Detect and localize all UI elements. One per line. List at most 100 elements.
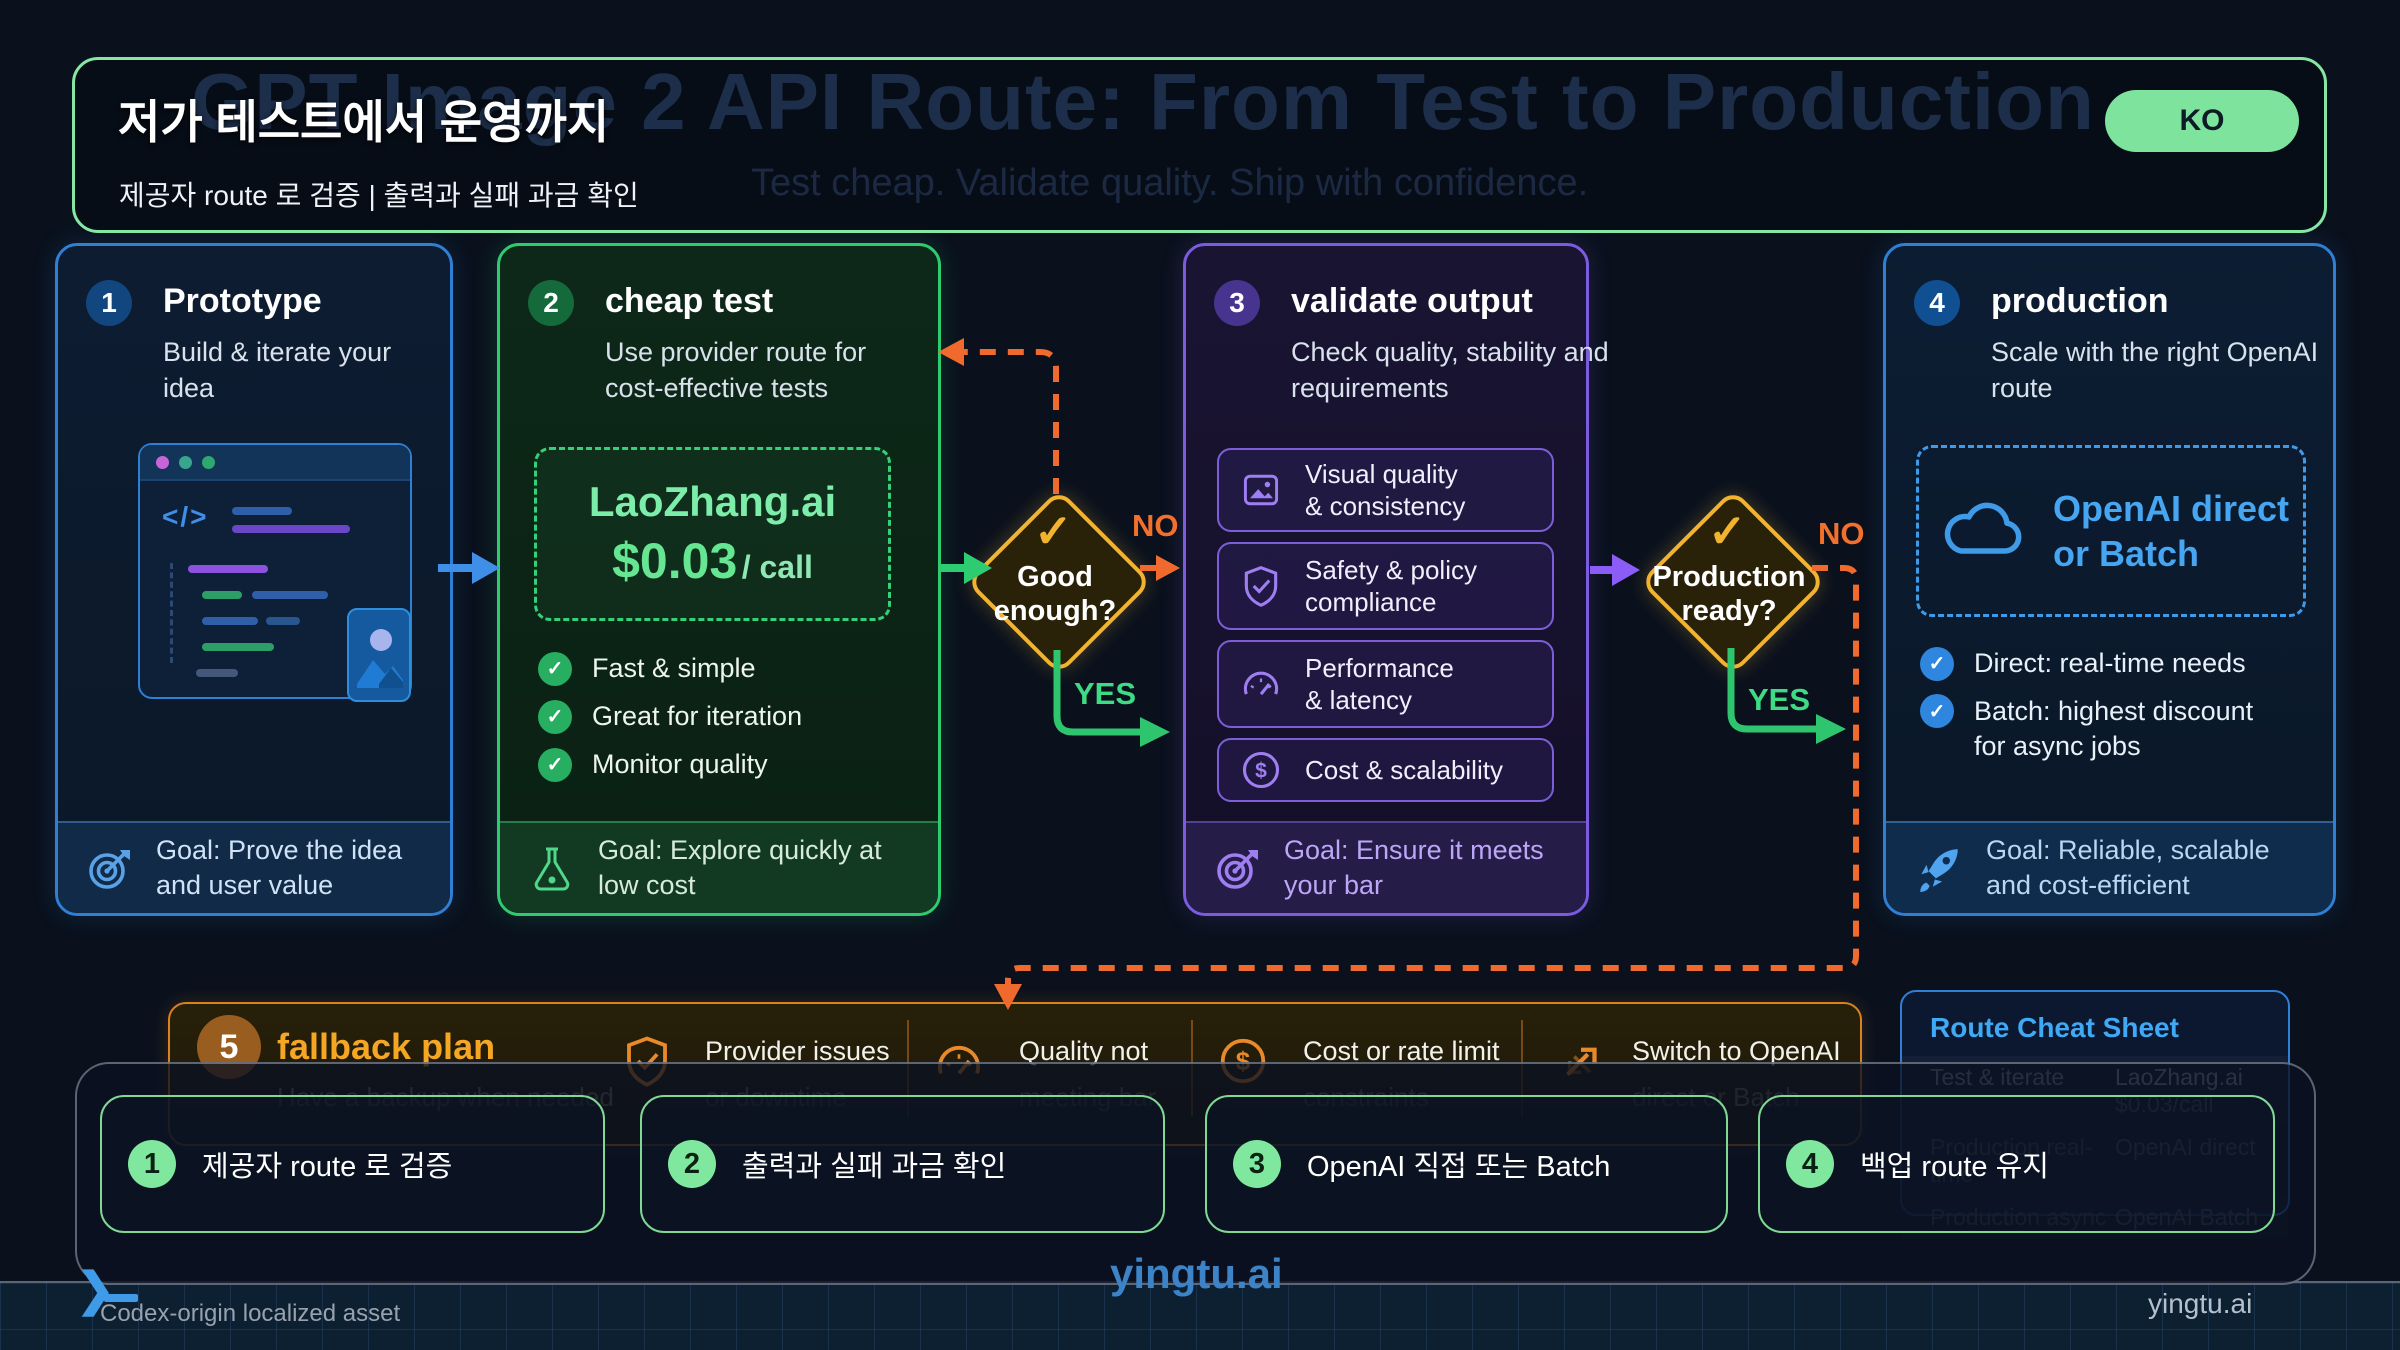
cloud-icon (1944, 502, 2022, 554)
step-pill-1: 1 제공자 route 로 검증 (100, 1095, 605, 1233)
list-item: ✓ Monitor quality (538, 747, 802, 782)
cheat-sheet-title: Route Cheat Sheet (1930, 1012, 2179, 1043)
check-icon: ✓ (538, 699, 572, 734)
code-line (188, 565, 268, 573)
route-options-list: ✓ Direct: real-time needs ✓ Batch: highe… (1920, 646, 2284, 764)
code-line (252, 591, 328, 599)
provider-name: LaoZhang.ai (588, 478, 837, 525)
validation-label: Visual quality & consistency (1305, 458, 1466, 522)
goal-text: Goal: Reliable, scalable and cost-effici… (1986, 834, 2270, 900)
card-subtitle: Use provider route for cost-effective te… (605, 337, 867, 404)
pill-number-badge: 1 (128, 1140, 176, 1188)
goal-band: Goal: Prove the idea and user value (58, 821, 450, 913)
card-subtitle: Build & iterate your idea (163, 337, 392, 404)
validation-item: $ Cost & scalability (1217, 738, 1554, 802)
code-line (202, 591, 242, 599)
goal-text: Goal: Prove the idea and user value (156, 834, 403, 900)
card-validate-output: 3 validate output Check quality, stabili… (1183, 243, 1609, 916)
chevron-right-icon: ❯ (76, 1263, 115, 1315)
check-label: Monitor quality (592, 749, 768, 780)
brand-watermark-center: yingtu.ai (1110, 1250, 1283, 1297)
brand-watermark-right: yingtu.ai (2148, 1288, 2253, 1319)
window-dot-icon (156, 455, 169, 469)
code-line (202, 617, 258, 625)
card-title: validate output (1291, 282, 1533, 320)
card-subtitle: Scale with the right OpenAI route (1991, 337, 2319, 404)
check-icon: ✓ (1034, 505, 1073, 557)
provider-unit: / call (741, 549, 813, 585)
route-label: OpenAI direct or Batch (2052, 488, 2290, 574)
yes-label: YES (1748, 682, 1811, 717)
step-pill-4: 4 백업 route 유지 (1758, 1095, 2275, 1233)
fallback-item-line1: Quality not (1019, 1036, 1149, 1066)
code-gutter (170, 563, 173, 663)
check-icon: ✓ (1920, 694, 1954, 729)
browser-titlebar (140, 445, 410, 481)
decision-label: Good enough? (993, 561, 1117, 628)
validation-label: Cost & scalability (1305, 754, 1503, 785)
check-icon: ✓ (1920, 646, 1954, 681)
chevron-dash (104, 1294, 138, 1302)
fallback-item-line1: Provider issues (705, 1036, 890, 1066)
fallback-item-line1: Switch to OpenAI (1632, 1036, 1841, 1066)
photo-icon (357, 629, 403, 688)
card-title: Prototype (163, 282, 322, 320)
asset-note: Codex-origin localized asset (100, 1300, 401, 1327)
validation-item: Safety & policy compliance (1217, 542, 1554, 630)
code-line (202, 643, 274, 651)
benefits-list: ✓ Fast & simple ✓ Great for iteration ✓ … (538, 651, 802, 782)
validation-item: Visual quality & consistency (1217, 448, 1554, 532)
flask-icon (534, 847, 570, 891)
step-number-badge: 3 (1214, 280, 1260, 326)
step-number-badge: 4 (1914, 280, 1960, 326)
card-prototype: 1 Prototype Build & iterate your idea </… (55, 243, 453, 916)
check-icon: ✓ (538, 747, 572, 782)
image-thumbnail (347, 608, 411, 702)
code-line (232, 507, 292, 515)
page-subtitle: 제공자 route 로 검증 | 출력과 실패 과금 확인 (119, 180, 639, 211)
pill-label: 백업 route 유지 (1860, 1151, 2049, 1183)
header-panel: GPT Image 2 API Route: From Test to Prod… (72, 57, 2327, 233)
card-subtitle: Check quality, stability and requirement… (1291, 337, 1609, 404)
fallback-title: fallback plan (277, 1026, 496, 1067)
pill-number-badge: 3 (1233, 1140, 1281, 1188)
pill-number-badge: 2 (668, 1140, 716, 1188)
goal-band: Goal: Ensure it meets your bar (1186, 821, 1586, 913)
goal-band: Goal: Reliable, scalable and cost-effici… (1886, 821, 2333, 913)
pill-label: 제공자 route 로 검증 (202, 1151, 453, 1183)
check-label: Great for iteration (592, 701, 803, 732)
pill-label: OpenAI 직접 또는 Batch (1307, 1151, 1611, 1183)
provider-price: $0.03 (612, 533, 738, 589)
step-pill-3: 3 OpenAI 직접 또는 Batch (1205, 1095, 1728, 1233)
check-label: Direct: real-time needs (1974, 648, 2246, 678)
fallback-item-line1: Cost or rate limit (1303, 1036, 1500, 1066)
list-item: ✓ Direct: real-time needs (1920, 646, 2284, 681)
image-icon (1243, 474, 1279, 506)
check-icon: ✓ (1708, 505, 1747, 557)
list-item: ✓ Batch: highest discount for async jobs (1920, 694, 2284, 764)
decision-label: Production ready? (1652, 561, 1806, 628)
pill-label: 출력과 실패 과금 확인 (742, 1151, 1007, 1183)
no-label: NO (1818, 516, 1865, 551)
check-label: Batch: highest discount for async jobs (1974, 696, 2254, 762)
validation-label: Performance & latency (1305, 652, 1454, 716)
target-icon (89, 850, 130, 889)
language-badge[interactable]: KO (2105, 90, 2299, 152)
page-title: 저가 테스트에서 운영까지 (118, 96, 610, 148)
window-dot-icon (179, 455, 192, 469)
step-pill-2: 2 출력과 실패 과금 확인 (640, 1095, 1165, 1233)
yes-label: YES (1074, 676, 1137, 711)
shield-check-icon (1244, 566, 1278, 607)
ghost-title: GPT Image 2 API Route: From Test to Prod… (191, 57, 2095, 146)
code-line (196, 669, 238, 677)
ghost-subtitle: Test cheap. Validate quality. Ship with … (751, 162, 1589, 204)
list-item: ✓ Great for iteration (538, 699, 802, 734)
gauge-icon (1243, 671, 1279, 696)
svg-text:$: $ (1255, 759, 1267, 782)
goal-text: Goal: Ensure it meets your bar (1284, 834, 1544, 900)
window-dot-icon (202, 455, 215, 469)
provider-price-row: $0.03 / call (612, 532, 813, 590)
card-title: production (1991, 282, 2169, 320)
check-label: Fast & simple (592, 653, 756, 683)
